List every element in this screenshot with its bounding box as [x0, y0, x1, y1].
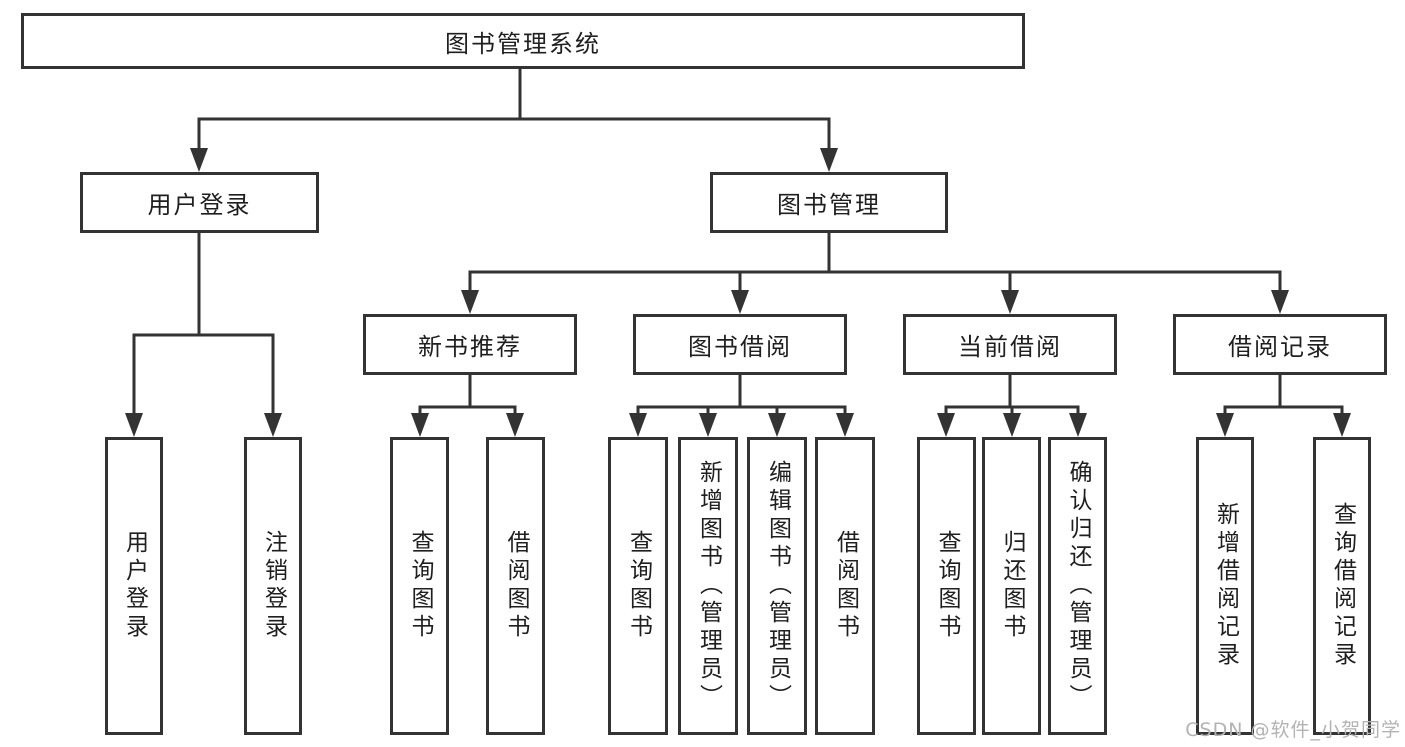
- node-book-borrow-label: 图书借阅: [688, 333, 792, 361]
- leaf-confirm-return-admin: 确认归还（管理员）: [1048, 437, 1107, 735]
- node-new-book-recommend-label: 新书推荐: [418, 333, 522, 361]
- leaf-query-borrow-record: 查询借阅记录: [1313, 437, 1371, 735]
- leaf-return-book-label: 归还图书: [999, 530, 1025, 642]
- leaf-borrow-books-1-label: 借阅图书: [503, 530, 529, 642]
- leaf-logout-label: 注销登录: [260, 530, 287, 642]
- leaf-borrow-books-2-label: 借阅图书: [832, 530, 859, 642]
- leaf-query-books-3: 查询图书: [917, 437, 976, 735]
- leaf-user-login-label: 用户登录: [121, 530, 148, 642]
- leaf-return-book: 归还图书: [982, 437, 1041, 735]
- leaf-query-books-3-label: 查询图书: [934, 530, 960, 642]
- leaf-query-books-2-label: 查询图书: [625, 530, 652, 642]
- leaf-borrow-books-1: 借阅图书: [486, 437, 545, 735]
- leaf-query-books-2: 查询图书: [608, 437, 668, 735]
- node-root-label: 图书管理系统: [445, 29, 601, 58]
- node-book-management-label: 图书管理: [777, 191, 881, 219]
- node-current-borrow: 当前借阅: [903, 314, 1117, 375]
- leaf-query-books-1-label: 查询图书: [407, 530, 433, 642]
- leaf-add-book-admin-label: 新增图书（管理员）: [695, 460, 722, 712]
- leaf-logout: 注销登录: [244, 437, 302, 735]
- leaf-confirm-return-admin-label: 确认归还（管理员）: [1065, 460, 1091, 712]
- node-book-borrow: 图书借阅: [633, 314, 847, 375]
- node-user-login-label: 用户登录: [147, 191, 252, 219]
- leaf-edit-book-admin: 编辑图书（管理员）: [747, 437, 807, 735]
- leaf-add-borrow-record: 新增借阅记录: [1196, 437, 1254, 735]
- node-root: 图书管理系统: [21, 13, 1025, 69]
- leaf-user-login: 用户登录: [105, 437, 163, 735]
- leaf-query-borrow-record-label: 查询借阅记录: [1329, 502, 1356, 670]
- csdn-watermark: CSDN @软件_小贺同学: [1185, 719, 1401, 741]
- leaf-add-borrow-record-label: 新增借阅记录: [1212, 502, 1239, 670]
- node-current-borrow-label: 当前借阅: [958, 333, 1062, 361]
- node-new-book-recommend: 新书推荐: [363, 314, 577, 375]
- leaf-add-book-admin: 新增图书（管理员）: [678, 437, 738, 735]
- leaf-query-books-1: 查询图书: [390, 437, 449, 735]
- leaf-edit-book-admin-label: 编辑图书（管理员）: [764, 460, 791, 712]
- leaf-borrow-books-2: 借阅图书: [815, 437, 875, 735]
- node-user-login: 用户登录: [80, 172, 319, 233]
- node-book-management: 图书管理: [710, 172, 948, 233]
- node-borrow-records: 借阅记录: [1173, 314, 1387, 375]
- node-borrow-records-label: 借阅记录: [1228, 333, 1332, 361]
